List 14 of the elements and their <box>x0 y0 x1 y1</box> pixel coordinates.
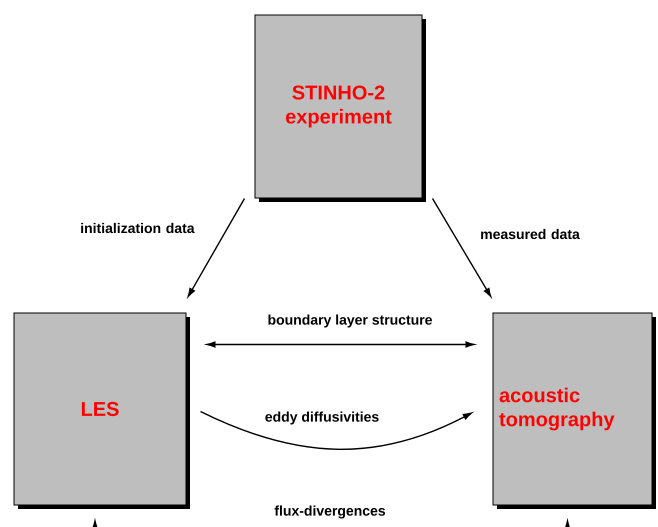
arrow <box>206 341 475 348</box>
arrow <box>200 410 472 450</box>
arrow <box>564 520 571 527</box>
process-box: acoustic tomography <box>492 312 656 509</box>
edge-label: eddy diffusivities <box>264 410 380 426</box>
arrow <box>188 198 246 298</box>
edge-label: measured data <box>481 228 580 240</box>
arrow <box>92 520 98 527</box>
arrow <box>432 198 492 298</box>
process-box: STINHO-2 experiment <box>254 14 426 202</box>
note-label: flux-divergences <box>274 505 386 519</box>
edge-label: boundary layer structure <box>266 313 434 329</box>
process-box: LES <box>14 312 190 509</box>
edge-label: initialization data <box>81 222 195 234</box>
